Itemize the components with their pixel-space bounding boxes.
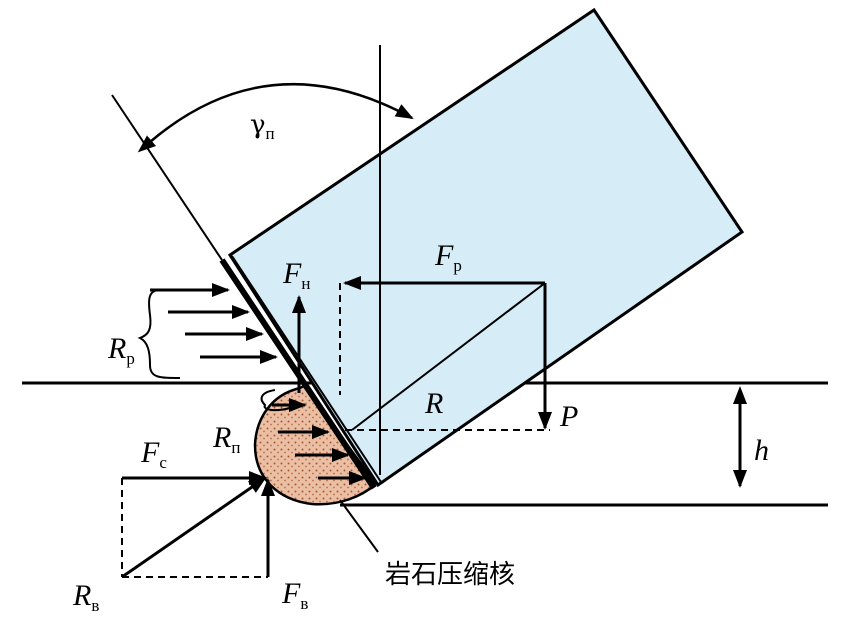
label-fp: Fр xyxy=(434,239,462,275)
tool-front-edge-inner xyxy=(231,255,382,483)
label-gamma: γп xyxy=(250,110,275,143)
rp-brace xyxy=(137,289,181,379)
label-p: P xyxy=(559,400,578,433)
label-fn: Fн xyxy=(282,257,310,293)
tool-axis-line xyxy=(111,94,223,261)
rb-arrow xyxy=(121,476,267,579)
label-h: h xyxy=(754,434,769,467)
angle-arc xyxy=(137,82,414,153)
label-rb: Rв xyxy=(72,579,99,615)
rn-brace xyxy=(260,389,291,412)
label-rock-compression-core: 岩石压缩核 xyxy=(385,560,515,590)
label-fb: Fв xyxy=(281,577,308,613)
core-leader-line xyxy=(339,499,379,553)
label-rn: Rп xyxy=(212,421,240,457)
label-fc: Fс xyxy=(140,436,167,472)
label-rp: Rр xyxy=(107,332,135,368)
label-r: R xyxy=(424,387,443,420)
resultant-r-line xyxy=(351,282,546,431)
cutting-tool-body xyxy=(227,7,745,488)
